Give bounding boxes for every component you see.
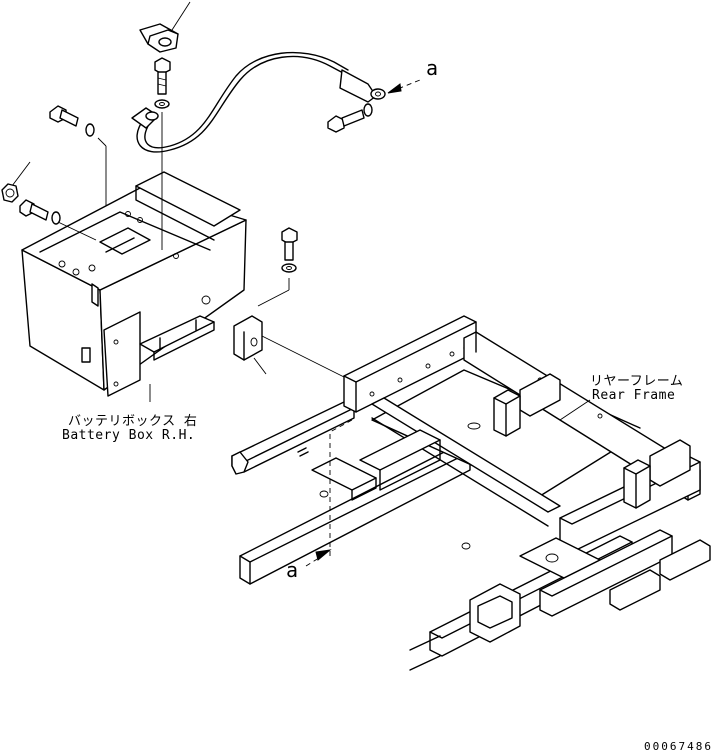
nut-left	[1, 161, 31, 203]
bolt-left-lower	[19, 199, 61, 225]
assembly-leaders	[57, 112, 163, 250]
bolt-top-center	[154, 57, 171, 109]
callout-arrow-top	[387, 79, 421, 94]
battery-box	[21, 171, 247, 397]
top-clamp-part	[139, 1, 191, 53]
frame-label-leader	[559, 399, 591, 421]
mounting-bracket	[233, 315, 351, 381]
rear-frame-label-jp: リヤーフレーム	[590, 374, 684, 389]
callout-a-top: a	[426, 56, 439, 80]
bolt-box-right	[257, 227, 298, 307]
battery-box-label-jp: バッテリボックス 右	[68, 414, 198, 429]
battery-box-label-en: Battery Box R.H.	[62, 428, 196, 443]
bolt-terminal	[327, 103, 373, 133]
bolt-left-upper	[49, 105, 107, 236]
rear-frame	[231, 315, 711, 671]
callout-arrow-bottom	[305, 419, 353, 567]
rear-frame-label-en: Rear Frame	[592, 388, 676, 403]
callout-a-bottom: a	[286, 558, 299, 582]
battery-cable	[131, 51, 386, 153]
document-number: 00067486	[644, 740, 713, 753]
